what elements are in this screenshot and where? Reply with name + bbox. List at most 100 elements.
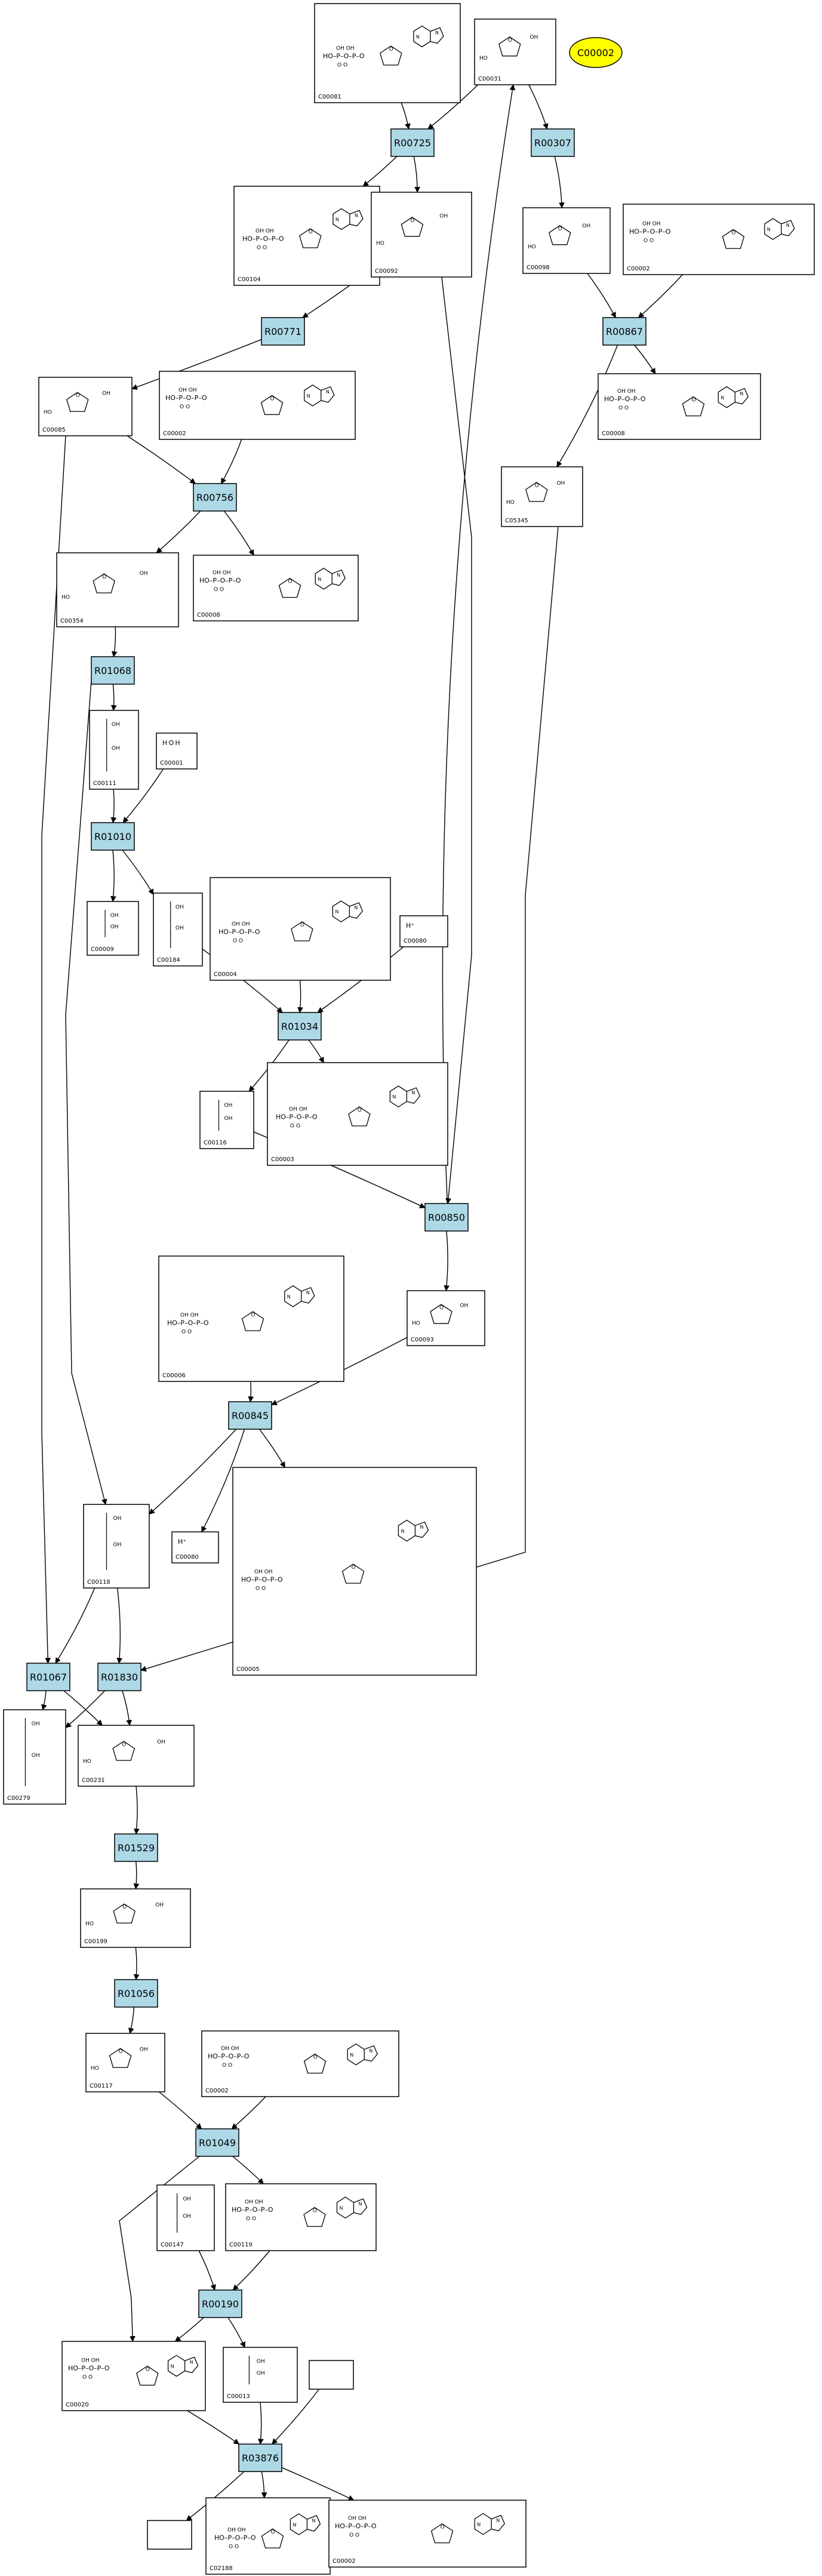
compound-box[interactable] <box>89 710 139 790</box>
compound-box[interactable] <box>153 892 203 967</box>
reaction-box[interactable] <box>198 2289 242 2318</box>
compound-node[interactable]: C00004 <box>210 877 391 981</box>
compound-box[interactable] <box>156 733 198 770</box>
compound-box[interactable] <box>371 192 472 278</box>
reaction-node[interactable]: R00756 <box>193 483 237 512</box>
reaction-box[interactable] <box>278 1012 322 1041</box>
compound-node[interactable]: C00008 <box>193 555 359 621</box>
compound-node[interactable]: C00002 <box>159 371 356 440</box>
compound-node[interactable]: C00020 <box>61 2341 206 2411</box>
reaction-box[interactable] <box>91 822 135 851</box>
compound-node[interactable]: C02188 <box>205 2497 331 2575</box>
compound-box[interactable] <box>309 2360 354 2390</box>
compound-node[interactable] <box>147 2520 192 2550</box>
compound-box[interactable] <box>38 377 133 436</box>
compound-box[interactable] <box>223 2347 298 2403</box>
reaction-node[interactable]: R01830 <box>97 1663 141 1691</box>
reaction-box[interactable] <box>114 1979 158 2008</box>
reaction-node[interactable]: R01529 <box>114 1833 158 1862</box>
compound-box[interactable] <box>80 1888 191 1948</box>
reaction-box[interactable] <box>390 128 435 157</box>
compound-node[interactable]: C00002 <box>201 2030 399 2097</box>
compound-node[interactable]: C00002 <box>623 204 815 275</box>
compound-box[interactable] <box>522 207 611 274</box>
compound-box[interactable] <box>147 2520 192 2550</box>
reaction-box[interactable] <box>531 128 575 157</box>
compound-box[interactable] <box>474 19 556 85</box>
compound-box[interactable] <box>159 371 356 440</box>
reaction-box[interactable] <box>26 1663 70 1691</box>
compound-node[interactable] <box>309 2360 354 2390</box>
reaction-node[interactable]: R01056 <box>114 1979 158 2008</box>
compound-box[interactable] <box>232 1467 477 1676</box>
reaction-box[interactable] <box>97 1663 141 1691</box>
compound-box[interactable] <box>199 1091 254 1149</box>
compound-box[interactable] <box>3 1709 66 1805</box>
reaction-box[interactable] <box>238 2443 282 2472</box>
reaction-node[interactable]: R00190 <box>198 2289 242 2318</box>
reaction-node[interactable]: R00771 <box>261 317 305 346</box>
compound-node[interactable]: C00002 <box>328 2500 527 2568</box>
compound-box[interactable] <box>399 915 448 947</box>
reaction-node[interactable]: R00725 <box>390 128 435 157</box>
compound-box[interactable] <box>56 552 179 627</box>
reaction-box[interactable] <box>193 483 237 512</box>
reaction-box[interactable] <box>195 2128 239 2157</box>
reaction-box[interactable] <box>424 1203 469 1232</box>
compound-node[interactable]: H⁺C00080 <box>399 915 448 947</box>
reaction-node[interactable]: R01049 <box>195 2128 239 2157</box>
reaction-node[interactable]: R01068 <box>91 656 135 685</box>
compound-box[interactable] <box>87 901 139 956</box>
compound-box[interactable] <box>201 2030 399 2097</box>
compound-box[interactable] <box>156 2184 215 2251</box>
compound-box[interactable] <box>171 1531 219 1564</box>
compound-node[interactable]: C00005 <box>232 1467 477 1676</box>
reaction-node[interactable]: R00307 <box>531 128 575 157</box>
compound-box[interactable] <box>78 1725 195 1787</box>
reaction-box[interactable] <box>91 656 135 685</box>
compound-node[interactable]: C00104 <box>233 186 380 286</box>
reaction-box[interactable] <box>228 1401 272 1430</box>
compound-box[interactable] <box>623 204 815 275</box>
reaction-node[interactable]: R01067 <box>26 1663 70 1691</box>
compound-box[interactable] <box>83 1504 150 1589</box>
reaction-node[interactable]: R01010 <box>91 822 135 851</box>
reaction-node[interactable]: R00850 <box>424 1203 469 1232</box>
compound-node[interactable]: C00003 <box>267 1062 448 1166</box>
compound-node[interactable]: H⁺C00080 <box>171 1531 219 1564</box>
reaction-box[interactable] <box>261 317 305 346</box>
compound-box[interactable] <box>407 1290 485 1346</box>
reaction-node[interactable]: R00867 <box>602 317 646 346</box>
reaction-node[interactable]: R00845 <box>228 1401 272 1430</box>
highlight-compound[interactable]: C00002 <box>569 37 623 68</box>
compound-node[interactable]: C00119 <box>225 2183 377 2251</box>
compound-node[interactable]: C00006 <box>158 1255 344 1382</box>
highlight-ellipse[interactable] <box>569 37 623 68</box>
reaction-box[interactable] <box>602 317 646 346</box>
reaction-node[interactable]: R03876 <box>238 2443 282 2472</box>
compound-node[interactable]: C00081 <box>314 3 461 103</box>
reaction-box[interactable] <box>114 1833 158 1862</box>
compound-box[interactable] <box>85 2033 165 2092</box>
compound-box[interactable] <box>328 2500 527 2568</box>
compound-box[interactable] <box>501 466 583 527</box>
